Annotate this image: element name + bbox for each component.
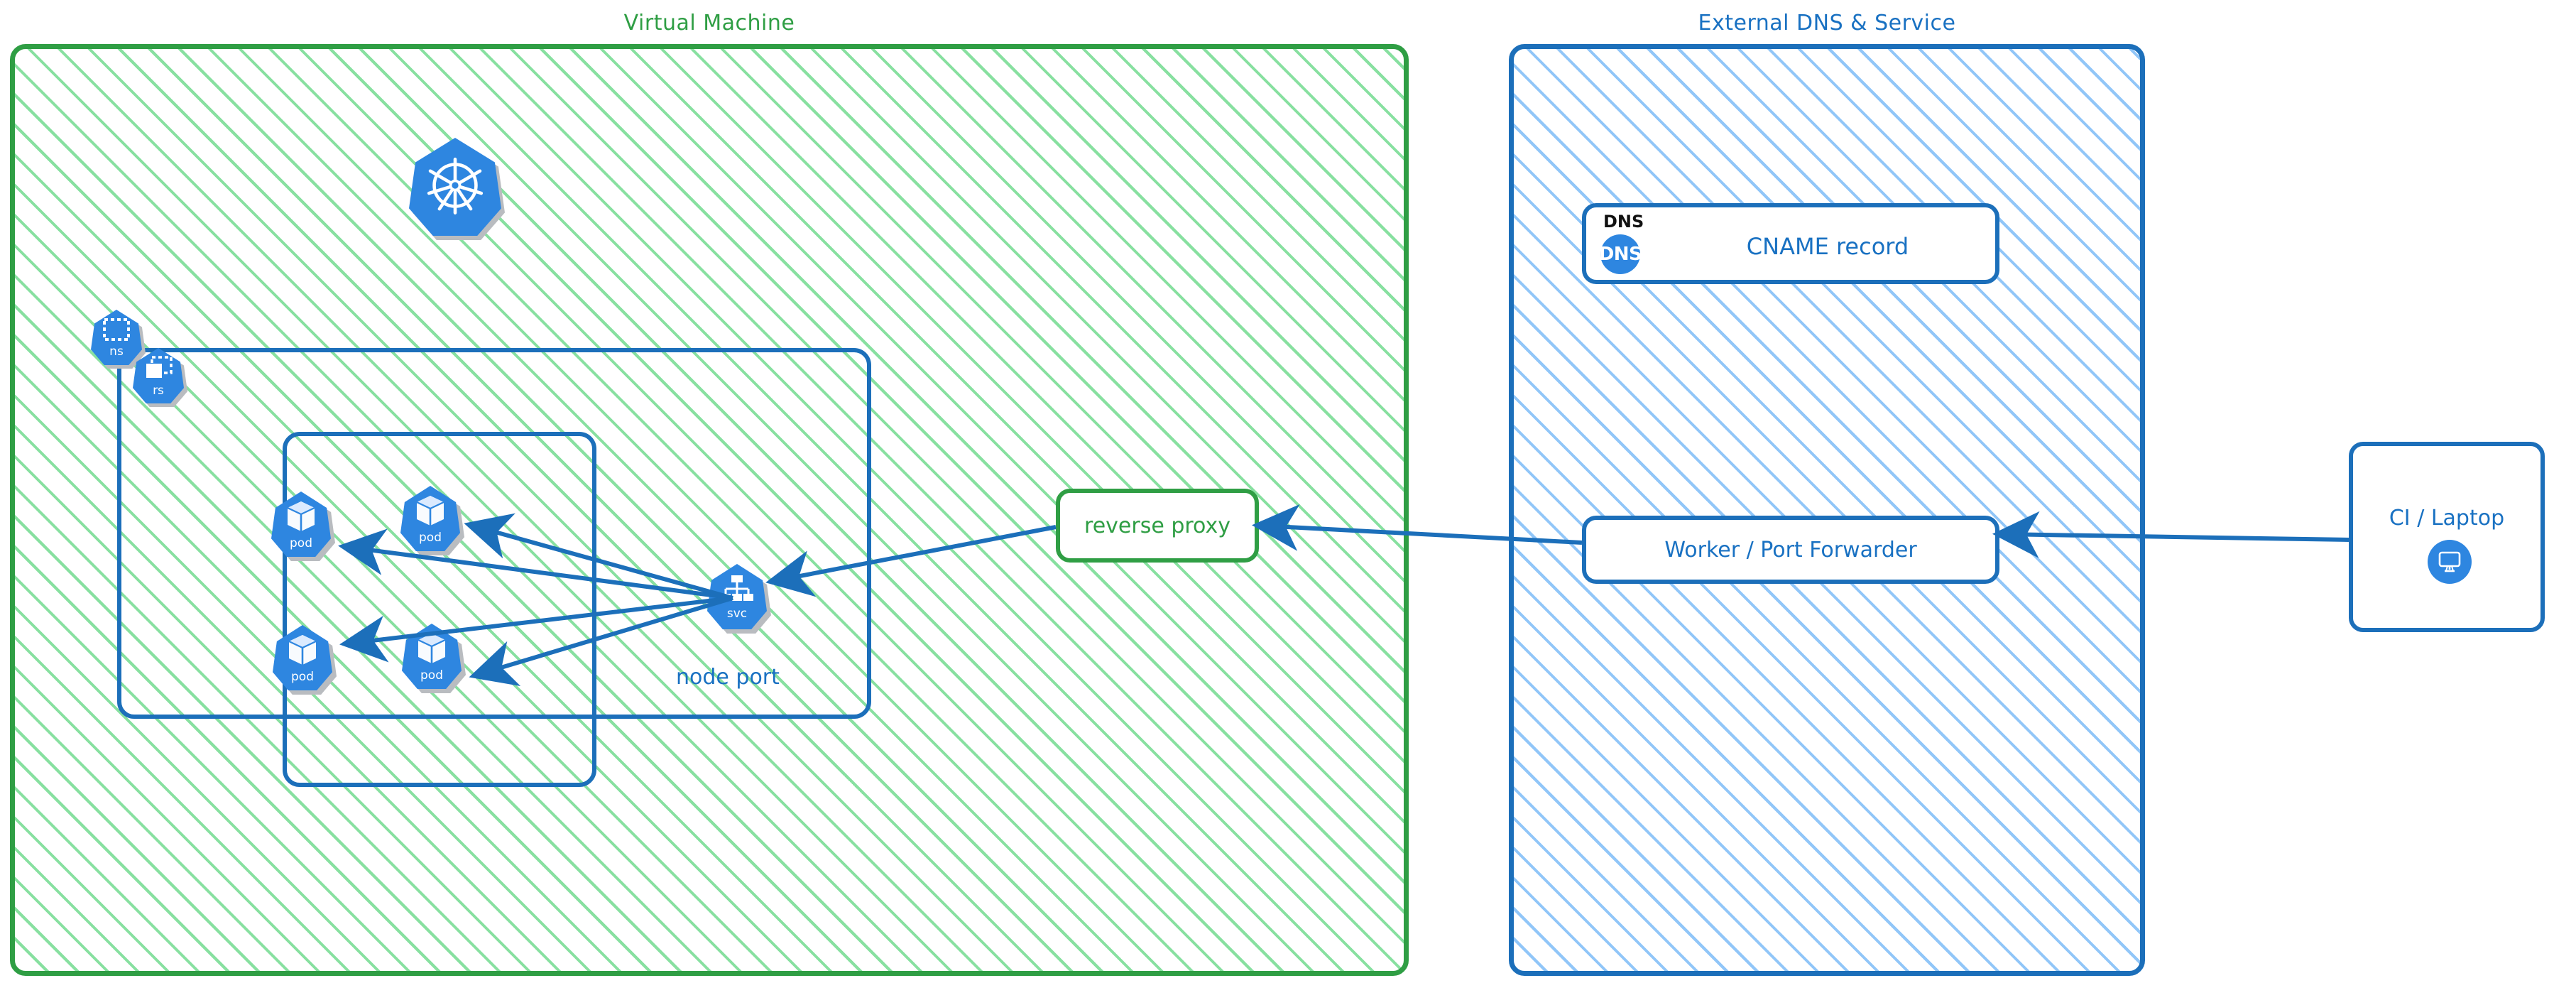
pod-2: pod	[400, 486, 460, 551]
monitor-icon	[2428, 540, 2472, 584]
pod-cube-icon	[414, 494, 447, 531]
worker-port-forwarder-label: Worker / Port Forwarder	[1664, 537, 1917, 563]
pod-4-caption: pod	[420, 668, 443, 683]
replicaset-frame	[283, 432, 596, 787]
kubernetes-wheel-icon	[422, 153, 488, 221]
pod-1-caption: pod	[290, 536, 312, 550]
pod-2-caption: pod	[419, 530, 442, 545]
pod-cube-icon	[415, 631, 448, 668]
group-external-dns-service-title: External DNS & Service	[1698, 11, 1956, 36]
ci-laptop-label: CI / Laptop	[2389, 506, 2505, 531]
replicaset-icon	[143, 355, 173, 384]
dns-circle-icon: DNS	[1598, 234, 1642, 274]
pod-cube-icon	[285, 499, 317, 536]
reverse-proxy-box[interactable]: reverse proxy	[1056, 489, 1259, 563]
group-external-dns-service: External DNS & Service	[1509, 11, 2145, 976]
ci-laptop-box[interactable]: CI / Laptop	[2349, 442, 2545, 632]
namespace-icon	[102, 317, 131, 344]
worker-port-forwarder-box[interactable]: Worker / Port Forwarder	[1582, 516, 1999, 584]
namespace-badge-caption: ns	[109, 344, 124, 359]
dns-card[interactable]: DNS DNS CNAME record	[1582, 203, 1999, 284]
service-badge-caption: svc	[726, 606, 748, 621]
reverse-proxy-label: reverse proxy	[1084, 513, 1230, 538]
node-port-label: node port	[676, 665, 780, 690]
dns-card-header: DNS	[1603, 212, 1644, 232]
pod-cube-icon	[286, 633, 319, 670]
service-tree-icon	[720, 574, 754, 607]
dns-circle-icon-text: DNS	[1598, 244, 1642, 265]
replicaset-badge-caption: rs	[153, 383, 164, 398]
pod-3-caption: pod	[291, 669, 314, 684]
group-virtual-machine-title: Virtual Machine	[623, 11, 795, 36]
dns-card-label: CNAME record	[1746, 233, 1909, 260]
